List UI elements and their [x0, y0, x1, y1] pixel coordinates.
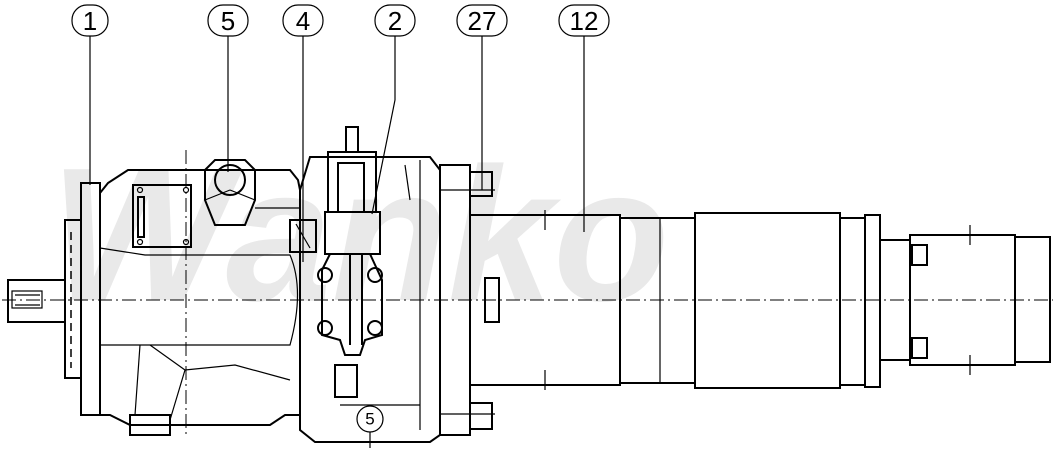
watermark: Wanko [50, 129, 669, 341]
svg-text:4: 4 [296, 6, 310, 36]
svg-text:5: 5 [365, 410, 374, 429]
callout-4: 4 [282, 4, 324, 37]
callout-12: 12 [558, 4, 610, 37]
callout-27: 27 [456, 4, 508, 37]
callout-5: 5 [207, 4, 249, 37]
auxiliary-pump-12 [469, 210, 1051, 390]
svg-text:5: 5 [221, 6, 235, 36]
svg-text:12: 12 [570, 6, 599, 36]
callout-2: 2 [374, 4, 416, 37]
control-valve-2 [317, 126, 383, 356]
svg-text:2: 2 [388, 6, 402, 36]
nameplate [132, 184, 192, 248]
svg-text:27: 27 [468, 6, 497, 36]
callout-5-bottom: 5 [356, 405, 384, 433]
callout-1: 1 [71, 4, 109, 37]
svg-text:1: 1 [83, 6, 97, 36]
label-plate [484, 277, 500, 323]
port-fitting-5 [204, 159, 300, 226]
leader-lines [89, 36, 585, 448]
